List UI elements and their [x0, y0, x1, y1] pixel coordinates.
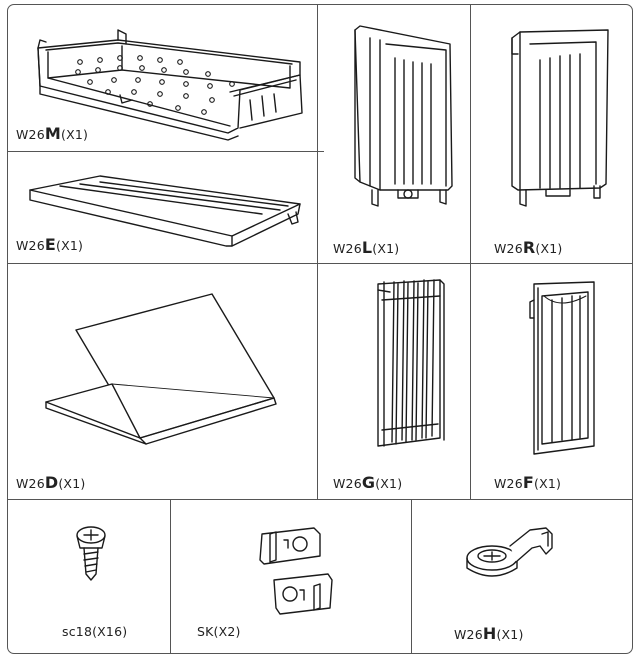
grid-divider — [317, 4, 319, 499]
part-letter: R — [522, 238, 536, 257]
part-letter: L — [361, 238, 373, 257]
parts-sheet — [7, 4, 633, 654]
part-label-g: W26G(X1) — [333, 473, 402, 492]
part-sc18-drawing — [77, 527, 105, 580]
part-prefix: W26 — [16, 476, 45, 491]
part-prefix: W26 — [494, 476, 523, 491]
part-sk-drawing — [260, 528, 332, 614]
part-f-drawing — [530, 282, 594, 454]
part-label-e: W26E(X1) — [16, 235, 83, 254]
part-label-sc18: sc18(X16) — [62, 624, 127, 639]
part-letter: F — [522, 473, 535, 492]
part-label-r: W26R(X1) — [494, 238, 562, 257]
part-quantity: (X1) — [61, 127, 89, 142]
part-d-drawing — [46, 294, 276, 444]
part-prefix: W26 — [333, 476, 362, 491]
grid-divider — [470, 4, 472, 263]
part-quantity: (X1) — [372, 241, 400, 256]
part-letter: D — [44, 473, 59, 492]
part-quantity: (X2) — [213, 624, 241, 639]
part-prefix: W26 — [494, 241, 523, 256]
grid-divider — [470, 263, 472, 499]
part-letter: H — [482, 624, 497, 643]
part-quantity: (X1) — [58, 476, 86, 491]
part-label-h: W26H(X1) — [454, 624, 524, 643]
part-label-m: W26M(X1) — [16, 124, 88, 143]
grid-divider — [411, 499, 413, 654]
part-label-sk: SK(X2) — [197, 624, 241, 639]
part-quantity: (X1) — [375, 476, 403, 491]
part-prefix: sc18 — [62, 624, 93, 639]
part-l-drawing — [355, 26, 452, 206]
part-label-f: W26F(X1) — [494, 473, 561, 492]
part-m-drawing — [38, 30, 302, 140]
part-r-drawing — [512, 30, 608, 206]
grid-divider — [7, 151, 324, 153]
part-prefix: W26 — [333, 241, 362, 256]
part-prefix: SK — [197, 624, 214, 639]
part-quantity: (X16) — [92, 624, 128, 639]
part-g-drawing — [378, 280, 444, 446]
part-prefix: W26 — [16, 238, 45, 253]
part-letter: E — [44, 235, 57, 254]
part-prefix: W26 — [454, 627, 483, 642]
part-label-l: W26L(X1) — [333, 238, 399, 257]
part-quantity: (X1) — [534, 476, 562, 491]
part-quantity: (X1) — [56, 238, 84, 253]
part-label-d: W26D(X1) — [16, 473, 85, 492]
grid-divider — [7, 499, 633, 501]
grid-divider — [170, 499, 172, 654]
part-letter: M — [44, 124, 61, 143]
part-e-drawing — [30, 176, 300, 246]
part-prefix: W26 — [16, 127, 45, 142]
part-letter: G — [361, 473, 376, 492]
part-h-drawing — [467, 528, 552, 576]
part-quantity: (X1) — [535, 241, 563, 256]
grid-divider — [7, 263, 633, 265]
part-quantity: (X1) — [496, 627, 524, 642]
